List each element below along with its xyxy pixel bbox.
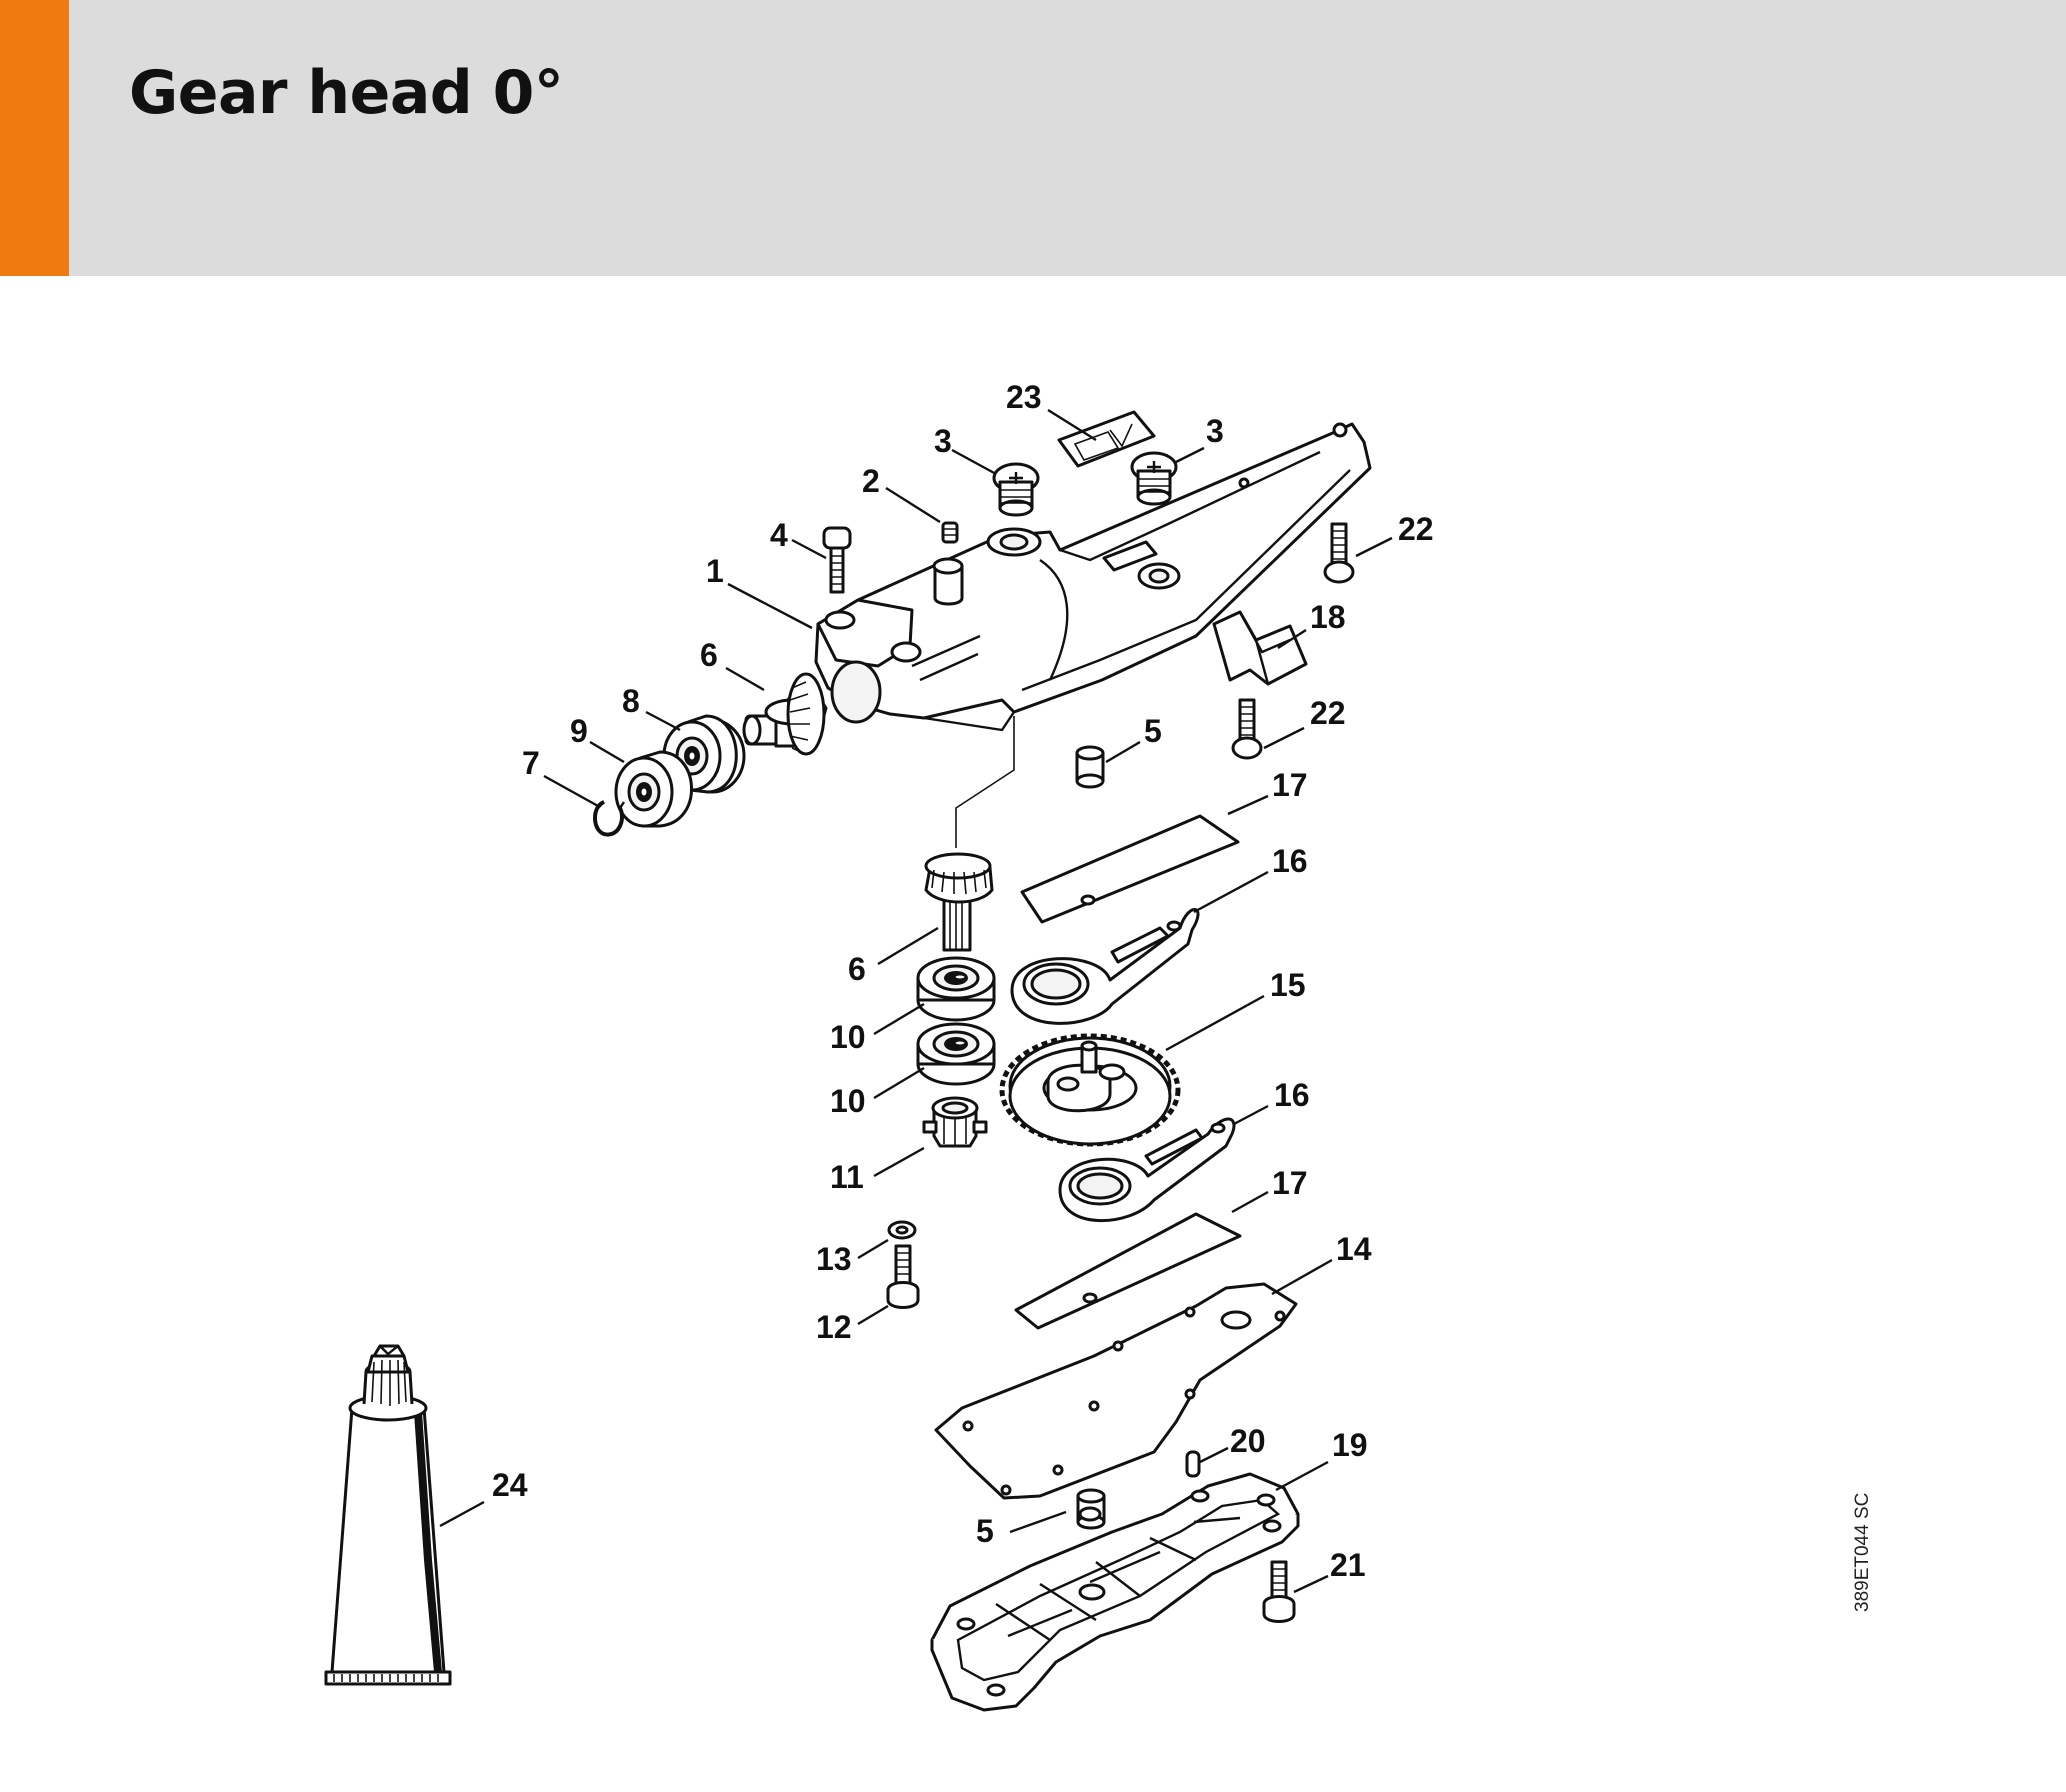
callout-13: 13	[816, 1241, 852, 1277]
part-6-bevel-gear-lower	[924, 852, 994, 952]
callout-6-upper: 6	[700, 637, 718, 673]
part-16-connecting-rod-upper	[1010, 908, 1200, 1025]
callout-10-lower: 10	[830, 1083, 866, 1119]
part-8-ball-bearing	[662, 714, 746, 794]
part-14-gasket-plate	[934, 1282, 1298, 1500]
header-band	[0, 0, 2066, 276]
part-15-spur-gear	[999, 1033, 1181, 1147]
callout-20: 20	[1230, 1423, 1266, 1459]
callout-6-lower: 6	[848, 951, 866, 987]
callout-21: 21	[1330, 1547, 1366, 1583]
part-7-circlip	[593, 800, 625, 837]
part-10-ball-bearing-upper	[916, 956, 996, 1022]
part-19-housing-cover	[930, 1472, 1300, 1712]
part-11-needle-sleeve	[922, 1096, 988, 1148]
callout-8: 8	[622, 683, 640, 719]
callout-5-upper: 5	[1144, 713, 1162, 749]
callout-16-upper: 16	[1272, 843, 1308, 879]
part-22-screw-upper	[1323, 522, 1355, 584]
callout-12: 12	[816, 1309, 852, 1345]
part-5-sleeve-upper	[1075, 745, 1105, 789]
callout-9: 9	[570, 713, 588, 749]
callout-1: 1	[706, 553, 724, 589]
callout-18: 18	[1310, 599, 1346, 635]
assembly-guide-line	[955, 716, 1015, 848]
part-6-bevel-pinion-upper	[742, 672, 828, 756]
callout-5-lower: 5	[976, 1513, 994, 1549]
callout-10-upper: 10	[830, 1019, 866, 1055]
part-2-grub-screw	[941, 521, 959, 544]
part-18-clip	[1212, 610, 1308, 686]
page-title: Gear head 0°	[129, 58, 564, 128]
part-13-washer	[887, 1220, 917, 1240]
leader-lines	[439, 408, 1393, 1594]
callout-19: 19	[1332, 1427, 1368, 1463]
callout-numbers: 23 3 3 2 4 22 1 18 6 8 9 7 22 5 17 16 6 …	[492, 379, 1434, 1583]
part-3-screw-plug-left	[992, 462, 1040, 517]
part-3-screw-plug-right	[1130, 451, 1178, 506]
callout-22-lower: 22	[1310, 695, 1346, 731]
part-12-screw	[886, 1244, 920, 1309]
part-23-label-plate	[1057, 410, 1156, 468]
callout-3-right: 3	[1206, 413, 1224, 449]
part-9-ball-bearing	[614, 750, 693, 828]
part-20-dowel-pin	[1185, 1450, 1201, 1478]
callout-2: 2	[862, 463, 880, 499]
callout-11: 11	[830, 1159, 864, 1195]
callout-4: 4	[770, 517, 788, 553]
drawing-reference-code: 389ET044 SC	[1852, 1492, 1873, 1612]
header-accent-bar	[0, 0, 69, 276]
part-16-connecting-rod-lower	[1058, 1117, 1236, 1223]
callout-16-lower: 16	[1274, 1077, 1310, 1113]
part-22-screw-lower	[1231, 698, 1263, 760]
part-21-screw	[1262, 1560, 1296, 1623]
callout-3-left: 3	[934, 423, 952, 459]
callout-17-upper: 17	[1272, 767, 1308, 803]
callout-24: 24	[492, 1467, 528, 1503]
callout-7: 7	[522, 745, 540, 781]
callout-17-lower: 17	[1272, 1165, 1308, 1201]
part-1-gear-housing	[814, 422, 1372, 732]
part-17-gasket-lower	[1014, 1212, 1242, 1330]
callout-14: 14	[1336, 1231, 1372, 1267]
part-17-gasket-upper	[1020, 814, 1240, 924]
callout-23: 23	[1006, 379, 1042, 415]
part-4-socket-screw	[822, 526, 852, 594]
part-24-grease-tube	[324, 1344, 452, 1686]
callout-15: 15	[1270, 967, 1306, 1003]
part-10-ball-bearing-lower	[916, 1022, 996, 1086]
callout-22-upper: 22	[1398, 511, 1434, 547]
